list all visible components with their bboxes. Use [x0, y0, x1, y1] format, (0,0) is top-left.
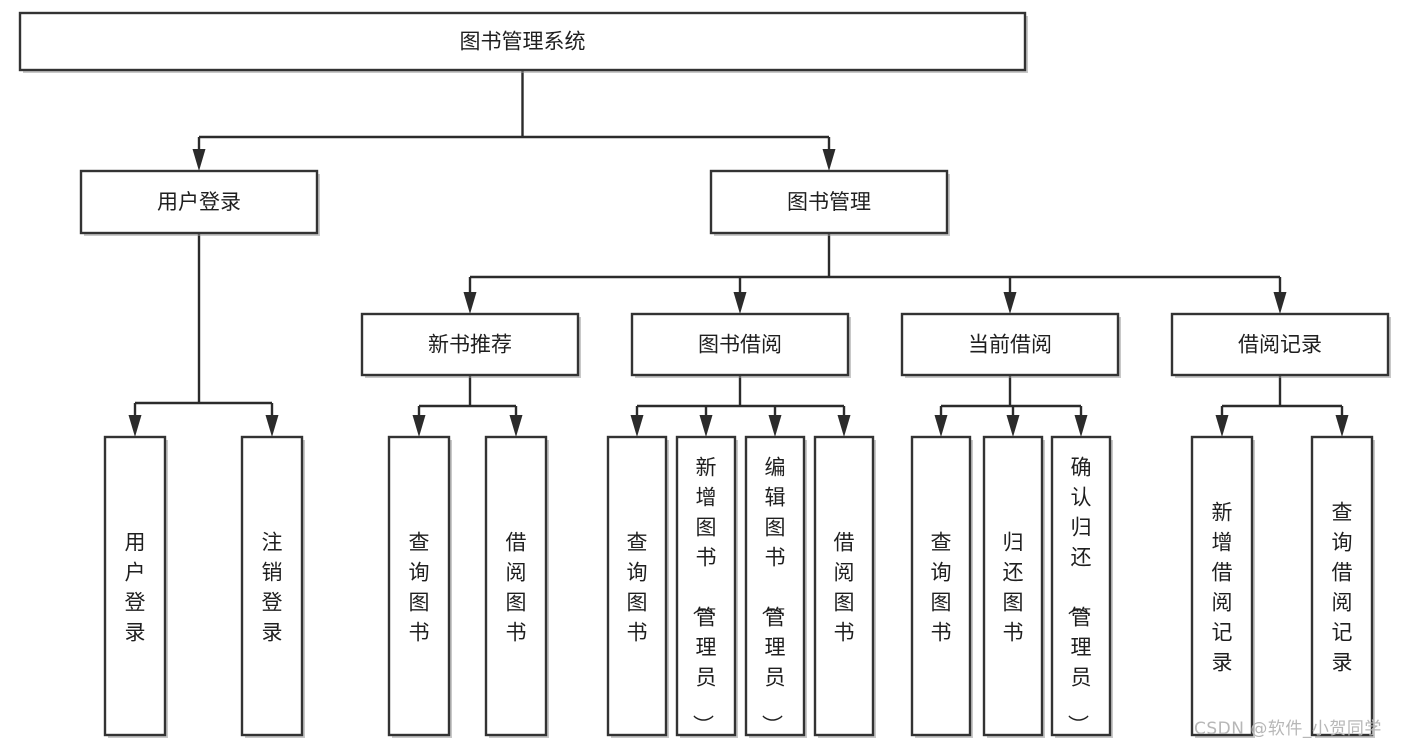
node-label: 借阅图书	[506, 530, 527, 644]
node-box[interactable]	[18, 11, 1027, 72]
connector-group-borrow-to-leaves	[630, 375, 851, 437]
node-leaf-borrow-query[interactable]: 查询图书	[606, 435, 669, 738]
node-label: 用户登录	[157, 190, 241, 214]
node-box[interactable]	[387, 435, 451, 737]
node-label: 查询图书	[627, 530, 648, 644]
node-box[interactable]	[240, 435, 304, 737]
node-label: 查询图书	[931, 530, 952, 644]
node-leaf-user-login[interactable]: 用户登录	[103, 435, 168, 738]
connector-group-current-to-leaves	[934, 375, 1088, 437]
node-label: 图书管理系统	[460, 30, 586, 54]
node-leaf-current-query[interactable]: 查询图书	[910, 435, 973, 738]
connector-group-record-to-leaves	[1215, 375, 1349, 437]
node-label: 新增图书（管理员）	[691, 455, 717, 735]
node-box[interactable]	[103, 435, 167, 737]
node-layer: 图书管理系统用户登录图书管理新书推荐图书借阅当前借阅借阅记录用户登录注销登录查询…	[18, 11, 1391, 738]
node-box[interactable]	[606, 435, 668, 737]
node-label: 归还图书	[1003, 530, 1024, 644]
node-box[interactable]	[1310, 435, 1374, 737]
node-box[interactable]	[1190, 435, 1254, 737]
node-label: 借阅记录	[1238, 333, 1322, 357]
node-label: 用户登录	[125, 530, 146, 644]
node-box[interactable]	[1050, 435, 1112, 737]
node-leaf-borrow-lend[interactable]: 借阅图书	[813, 435, 876, 738]
node-user-login[interactable]: 用户登录	[79, 169, 320, 236]
node-label: 查询借阅记录	[1332, 500, 1353, 674]
node-box[interactable]	[982, 435, 1044, 737]
node-box[interactable]	[813, 435, 875, 737]
node-leaf-user-logout[interactable]: 注销登录	[240, 435, 305, 738]
node-box[interactable]	[910, 435, 972, 737]
node-box[interactable]	[360, 312, 580, 377]
node-leaf-record-query[interactable]: 查询借阅记录	[1310, 435, 1375, 738]
node-leaf-current-confirm[interactable]: 确认归还（管理员）	[1050, 435, 1113, 738]
node-current-borrow[interactable]: 当前借阅	[900, 312, 1121, 378]
node-box[interactable]	[79, 169, 319, 235]
node-borrow-record[interactable]: 借阅记录	[1170, 312, 1391, 378]
node-leaf-recommend-query[interactable]: 查询图书	[387, 435, 452, 738]
node-label: 当前借阅	[968, 333, 1052, 357]
node-label: 借阅图书	[834, 530, 855, 644]
node-box[interactable]	[630, 312, 850, 377]
node-box[interactable]	[675, 435, 737, 737]
connector-group-recommend-to-leaves	[412, 375, 523, 437]
connector-group-manage-to-level2	[463, 233, 1287, 314]
node-label: 新书推荐	[428, 333, 512, 357]
connector-group-root-to-level1	[192, 70, 836, 171]
node-label: 注销登录	[262, 530, 283, 644]
node-root[interactable]: 图书管理系统	[18, 11, 1028, 73]
node-new-book-recommend[interactable]: 新书推荐	[360, 312, 581, 378]
node-box[interactable]	[709, 169, 949, 235]
node-box[interactable]	[1170, 312, 1390, 377]
node-book-borrow[interactable]: 图书借阅	[630, 312, 851, 378]
node-label: 编辑图书（管理员）	[760, 455, 786, 735]
connector-group-login-to-leaves	[128, 233, 279, 437]
node-box[interactable]	[744, 435, 806, 737]
node-label: 查询图书	[409, 530, 430, 644]
node-label: 新增借阅记录	[1212, 500, 1233, 674]
node-box[interactable]	[900, 312, 1120, 377]
node-label: 图书借阅	[698, 333, 782, 357]
node-leaf-record-add[interactable]: 新增借阅记录	[1190, 435, 1255, 738]
node-leaf-recommend-borrow[interactable]: 借阅图书	[484, 435, 549, 738]
node-leaf-borrow-add[interactable]: 新增图书（管理员）	[675, 435, 738, 738]
node-leaf-current-return[interactable]: 归还图书	[982, 435, 1045, 738]
node-label: 图书管理	[787, 190, 871, 214]
node-book-manage[interactable]: 图书管理	[709, 169, 950, 236]
connector-layer	[128, 70, 1349, 437]
node-box[interactable]	[484, 435, 548, 737]
node-leaf-borrow-edit[interactable]: 编辑图书（管理员）	[744, 435, 807, 738]
node-label: 确认归还（管理员）	[1066, 455, 1092, 735]
